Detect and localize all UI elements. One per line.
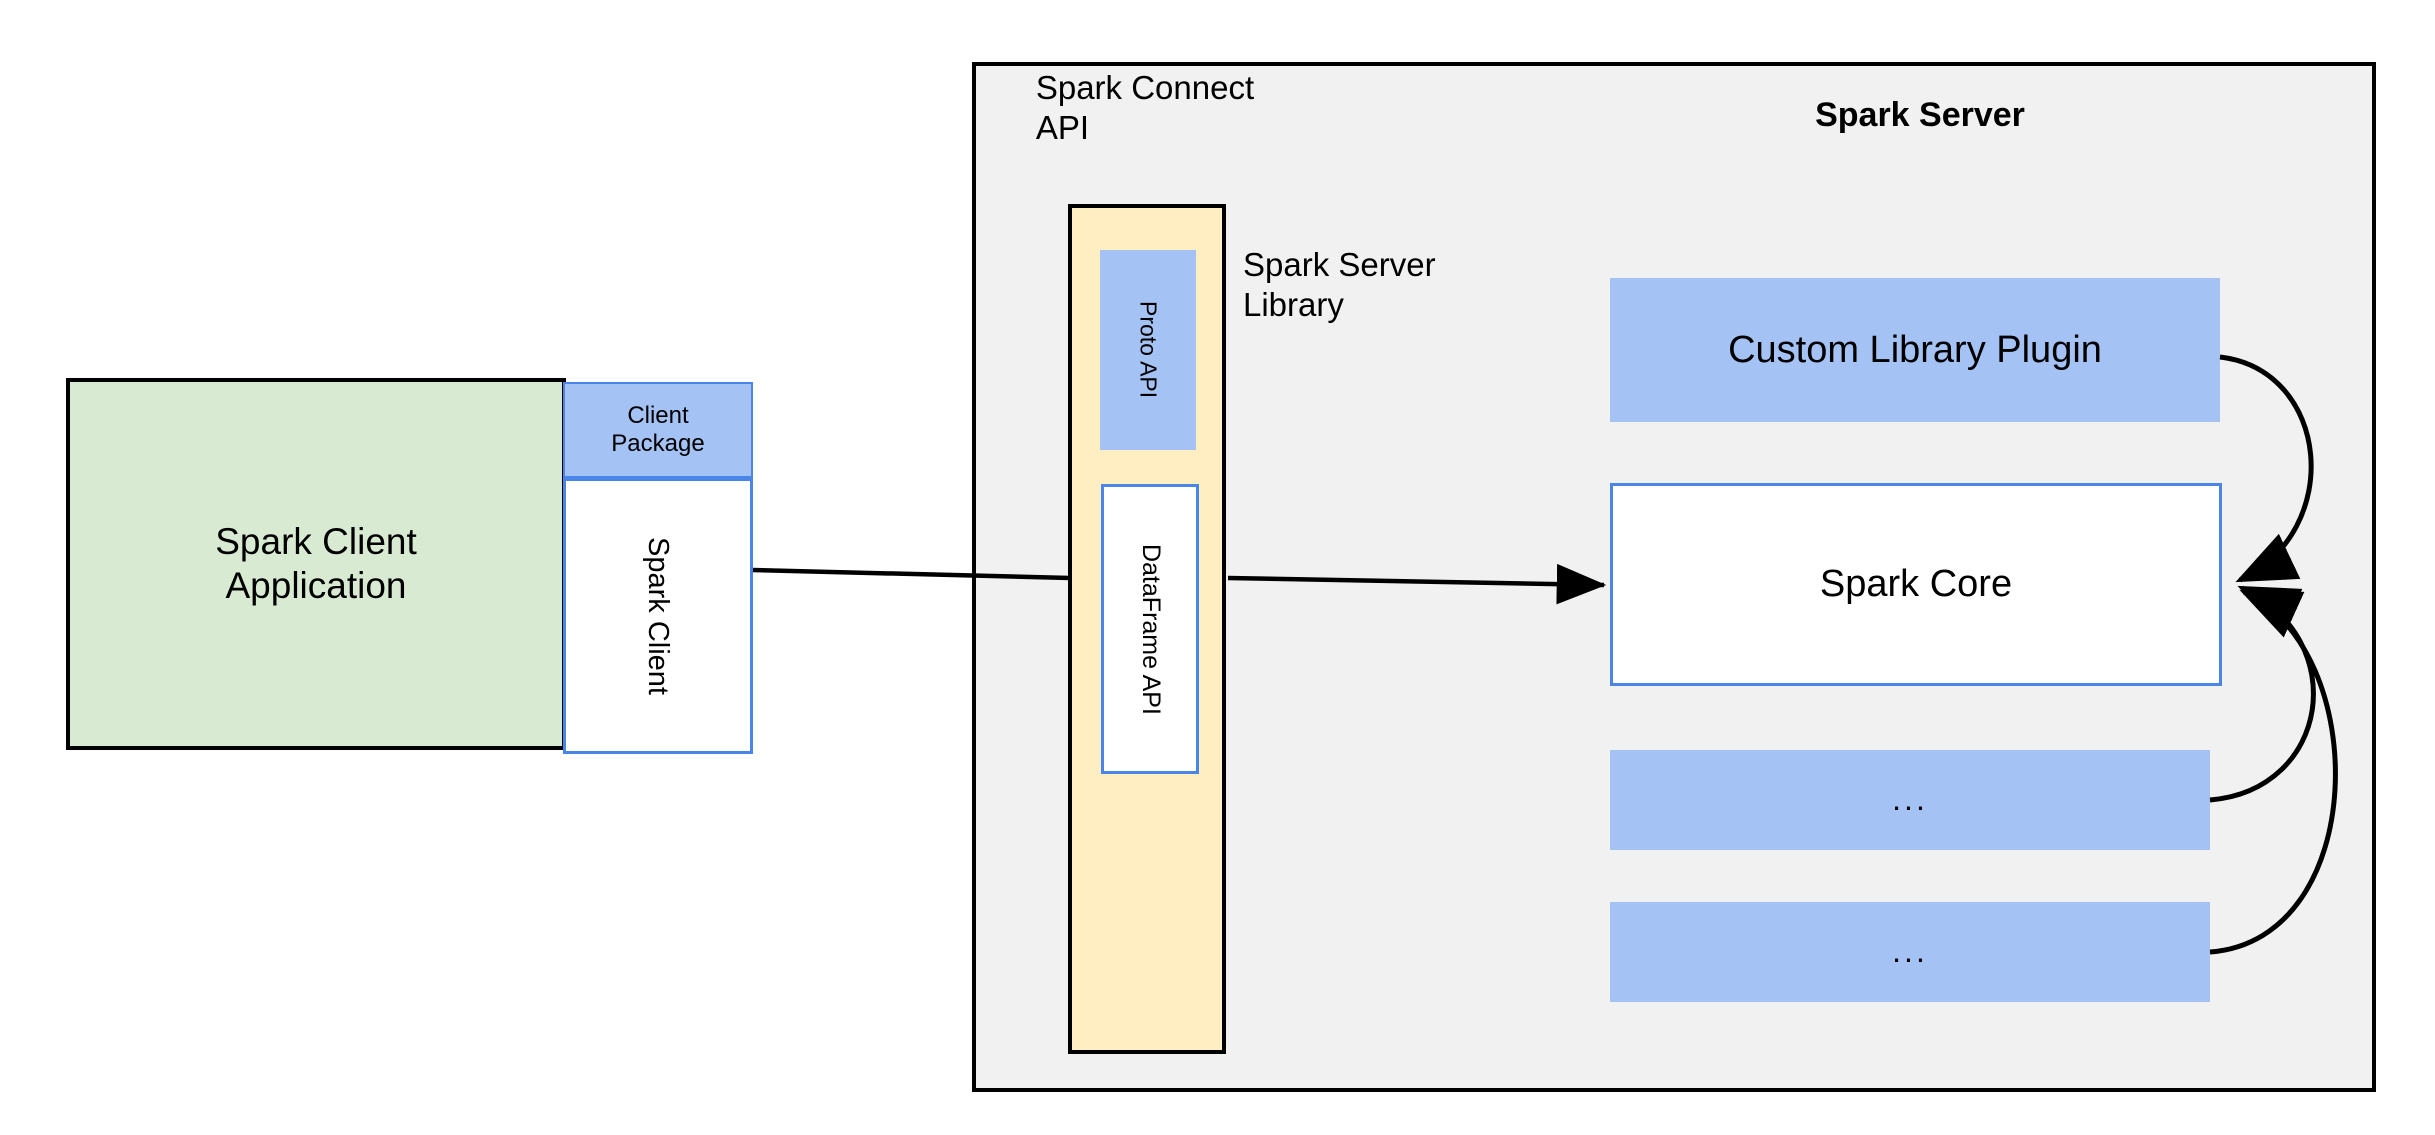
ellipsis-box-upper: ... <box>1610 750 2210 850</box>
spark-server-title: Spark Server <box>1815 96 2025 134</box>
proto-api-box: Proto API <box>1100 250 1196 450</box>
dataframe-api-label: DataFrame API <box>1136 543 1165 715</box>
spark-server-library-label: Spark Server Library <box>1243 246 1436 323</box>
proto-api-label: Proto API <box>1135 301 1162 399</box>
spark-core-box: Spark Core <box>1610 483 2222 686</box>
spark-client-box: Spark Client <box>563 478 753 754</box>
spark-client-label: Spark Client <box>642 537 675 695</box>
client-package-box: Client Package <box>563 382 753 478</box>
ellipsis-box-lower: ... <box>1610 902 2210 1002</box>
dataframe-api-box: DataFrame API <box>1101 484 1199 774</box>
spark-client-application-box: Spark Client Application <box>66 378 566 750</box>
spark-connect-api-label: Spark Connect API <box>1035 69 1255 146</box>
custom-library-plugin-box: Custom Library Plugin <box>1610 278 2220 422</box>
